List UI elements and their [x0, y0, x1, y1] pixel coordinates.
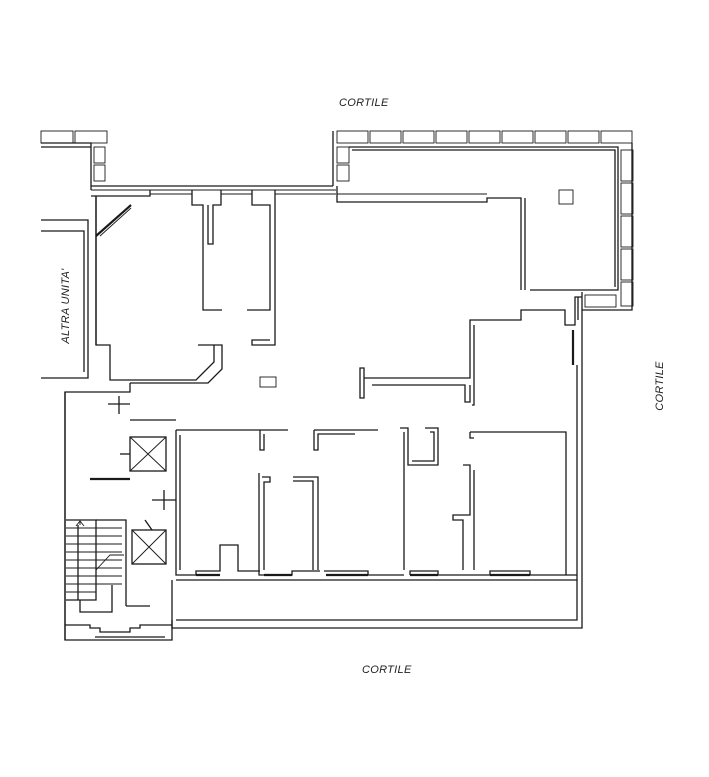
courtyard-label-bottom: CORTILE	[362, 664, 412, 676]
adjacent-unit-label: ALTRA UNITA'	[60, 268, 72, 344]
terrace-top-right	[332, 130, 634, 311]
corridor-walls	[130, 296, 583, 580]
building-outline	[64, 185, 526, 640]
courtyard-label-top: CORTILE	[339, 97, 389, 109]
adjacent-unit-outline	[41, 219, 89, 379]
upper-partitions	[191, 190, 277, 388]
planter-top-left	[40, 130, 108, 190]
courtyard-label-right: CORTILE	[654, 361, 666, 411]
stair-core	[64, 392, 176, 641]
bottom-balcony	[171, 365, 583, 629]
lower-rooms	[175, 430, 577, 577]
